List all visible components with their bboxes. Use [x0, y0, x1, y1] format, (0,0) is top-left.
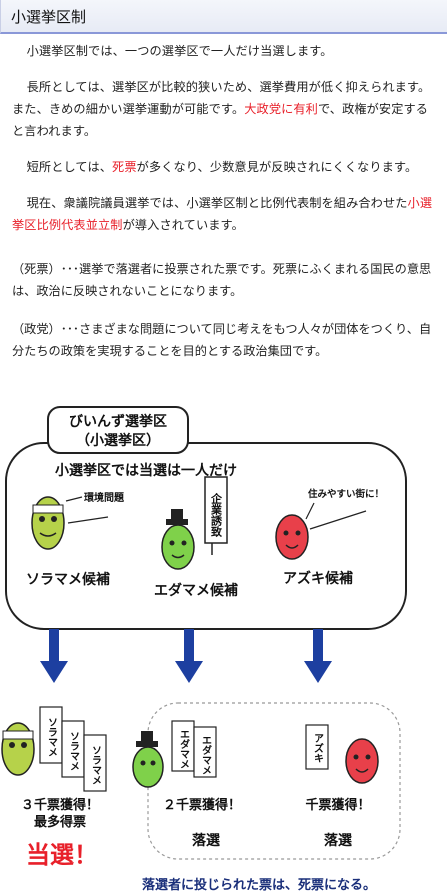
illustration-canvas: びいんず選挙区 （小選挙区） 小選挙区では当選は一人だけ 環境問題 企業誘致 — [1, 406, 407, 893]
candidate-azuki-label: アズキ候補 — [283, 570, 353, 587]
edamame-result-character — [132, 731, 164, 788]
azuki-speech-line-2 — [309, 510, 367, 530]
soramame-result-character — [1, 722, 35, 776]
soramame-speech-line-2 — [67, 516, 109, 524]
arrow-soramame — [40, 629, 68, 683]
edamame-character — [161, 509, 195, 570]
demerits-highlight: 死票 — [112, 160, 137, 174]
soramame-speech-line — [65, 496, 83, 502]
merits-text: 長所としては、選挙区が比較的狭いため、選挙費用が低く抑えられます。また、きめの細… — [12, 80, 431, 116]
note-shihyou: （死票）･･･選挙で落選者に投票された票です。死票にふくまれる国民の意思は、政治… — [12, 258, 437, 302]
ballot-soramame-2: ソラマメ — [68, 731, 80, 771]
footer-caption: 落選者に投じられた票は、死票になる。 — [142, 877, 376, 893]
district-title-box — [47, 406, 189, 454]
note-seitou-text: （政党）･･･さまざまな問題について同じ考えをもつ人々が団体をつくり、自分たちの… — [12, 322, 432, 358]
arrow-edamame — [175, 629, 203, 683]
soramame-character — [31, 496, 65, 550]
merits-text-end: で、政権が安定すると言われます。 — [12, 102, 429, 138]
page-header: 小選挙区制 — [0, 0, 447, 34]
current-highlight: 小選挙区比例代表並立制 — [12, 196, 433, 232]
ballot-soramame-1: ソラマメ — [46, 717, 58, 757]
result-edamame-lose: 落選 — [192, 832, 220, 849]
arrow-azuki — [304, 629, 332, 683]
edamame-ballots — [171, 720, 217, 778]
azuki-speech: 住みやすい街に！ — [308, 488, 384, 500]
page-title: 小選挙区制 — [11, 8, 87, 26]
demerits-text-end: が多くなり、少数意見が反映されにくくなります。 — [136, 160, 418, 174]
note-seitou: （政党）･･･さまざまな問題について同じ考えをもつ人々が団体をつくり、自分たちの… — [12, 318, 437, 362]
district-title-line2: （小選挙区） — [76, 432, 160, 449]
current-text-end: が導入されています。 — [122, 218, 244, 232]
edamame-sign-text: 企業誘致 — [210, 492, 224, 538]
azuki-character — [275, 514, 309, 560]
result-soramame-votes: ３千票獲得！ — [21, 797, 99, 813]
ballot-soramame-3: ソラマメ — [90, 745, 102, 785]
ballot-edamame-1: エダマメ — [178, 729, 190, 769]
merits-highlight: 大政党に有利 — [244, 102, 318, 116]
election-illustration: びいんず選挙区 （小選挙区） 小選挙区では当選は一人だけ 環境問題 企業誘致 — [0, 405, 447, 896]
soramame-speech: 環境問題 — [84, 491, 125, 504]
paragraph-demerits: 短所としては、死票が多くなり、少数意見が反映されにくくなります。 — [12, 156, 437, 178]
result-edamame-votes: ２千票獲得！ — [163, 797, 241, 813]
result-soramame-win: 当選！ — [26, 841, 98, 869]
intro-text: 小選挙区制では、一つの選挙区で一人だけ当選します。 — [26, 44, 333, 58]
ballot-azuki-1: アズキ — [312, 733, 324, 763]
paragraph-current: 現在、衆議院議員選挙では、小選挙区制と比例代表制を組み合わせた小選挙区比例代表並… — [12, 192, 437, 236]
rule-text: 小選挙区では当選は一人だけ — [55, 462, 237, 479]
district-title-line1: びいんず選挙区 — [69, 413, 167, 430]
result-azuki-votes: 千票獲得！ — [305, 797, 370, 813]
article-body: 小選挙区制では、一つの選挙区で一人だけ当選します。 長所としては、選挙区が比較的… — [0, 40, 447, 378]
note-shihyou-text: （死票）･･･選挙で落選者に投票された票です。死票にふくまれる国民の意思は、政治… — [12, 262, 432, 298]
paragraph-intro: 小選挙区制では、一つの選挙区で一人だけ当選します。 — [12, 40, 437, 62]
edamame-sign — [204, 476, 228, 555]
azuki-result-character — [345, 738, 379, 784]
soramame-ballots — [39, 706, 107, 792]
candidate-soramame-label: ソラマメ候補 — [26, 571, 110, 588]
azuki-speech-line — [305, 502, 315, 520]
result-soramame-top: 最多得票 — [34, 814, 86, 830]
azuki-ballot — [305, 724, 329, 770]
candidate-edamame-label: エダマメ候補 — [154, 582, 238, 599]
ballot-edamame-2: エダマメ — [200, 735, 212, 775]
current-text: 現在、衆議院議員選挙では、小選挙区制と比例代表制を組み合わせた — [26, 196, 408, 210]
district-frame — [5, 442, 407, 630]
losers-frame — [147, 702, 401, 860]
demerits-text: 短所としては、 — [26, 160, 113, 174]
result-azuki-lose: 落選 — [324, 832, 352, 849]
paragraph-merits: 長所としては、選挙区が比較的狭いため、選挙費用が低く抑えられます。また、きめの細… — [12, 76, 437, 142]
